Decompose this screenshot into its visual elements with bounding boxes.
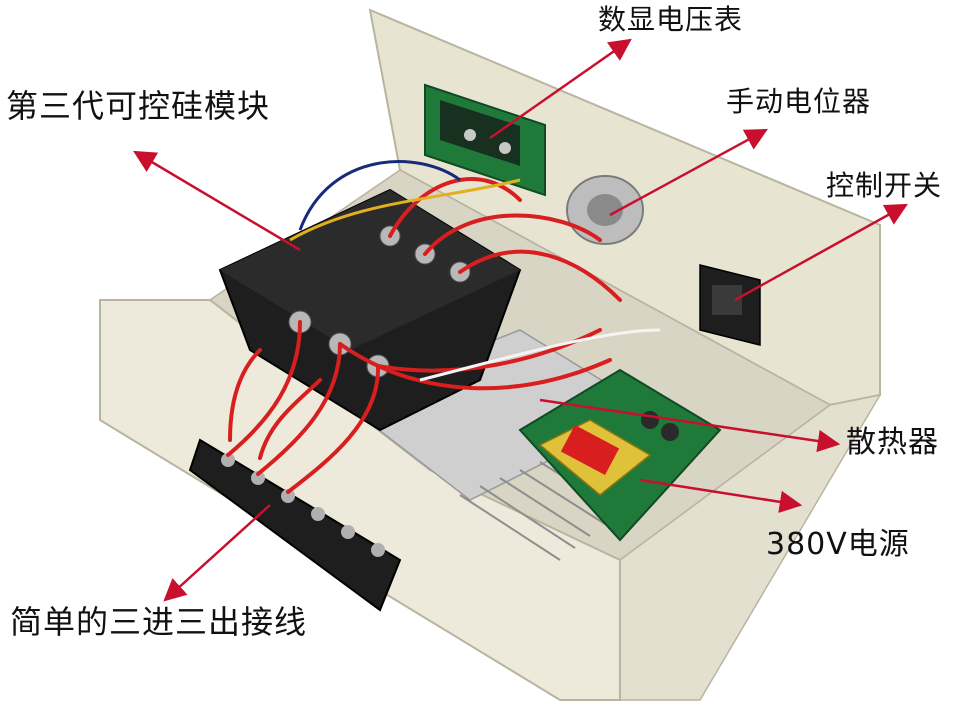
potentiometer	[566, 175, 644, 245]
label-scr-module: 第三代可控硅模块	[6, 87, 271, 125]
label-heatsink: 散热器	[846, 425, 939, 460]
wire-white	[419, 328, 661, 382]
arrow-heatsink	[539, 398, 841, 453]
callout-arrows	[133, 38, 908, 602]
arrow-power	[639, 478, 803, 513]
label-potentiometer: 手动电位器	[726, 85, 872, 118]
arrow-terminal	[163, 504, 271, 602]
label-control-switch: 控制开关	[826, 169, 943, 202]
arrow-display	[489, 38, 632, 140]
label-power-supply: 380V电源	[766, 527, 910, 562]
label-digital-voltmeter: 数显电压表	[598, 3, 744, 36]
digital-voltmeter	[424, 83, 546, 197]
wire-blue	[298, 160, 461, 231]
label-terminal-wiring: 简单的三进三出接线	[10, 603, 308, 641]
arrow-scr	[133, 150, 301, 252]
housing-right-wall	[619, 393, 882, 701]
arrow-switch	[734, 203, 908, 302]
terminal-block	[188, 438, 402, 612]
arrow-pot	[609, 128, 768, 217]
wire-yellow	[289, 178, 521, 242]
control-switch	[699, 264, 761, 346]
